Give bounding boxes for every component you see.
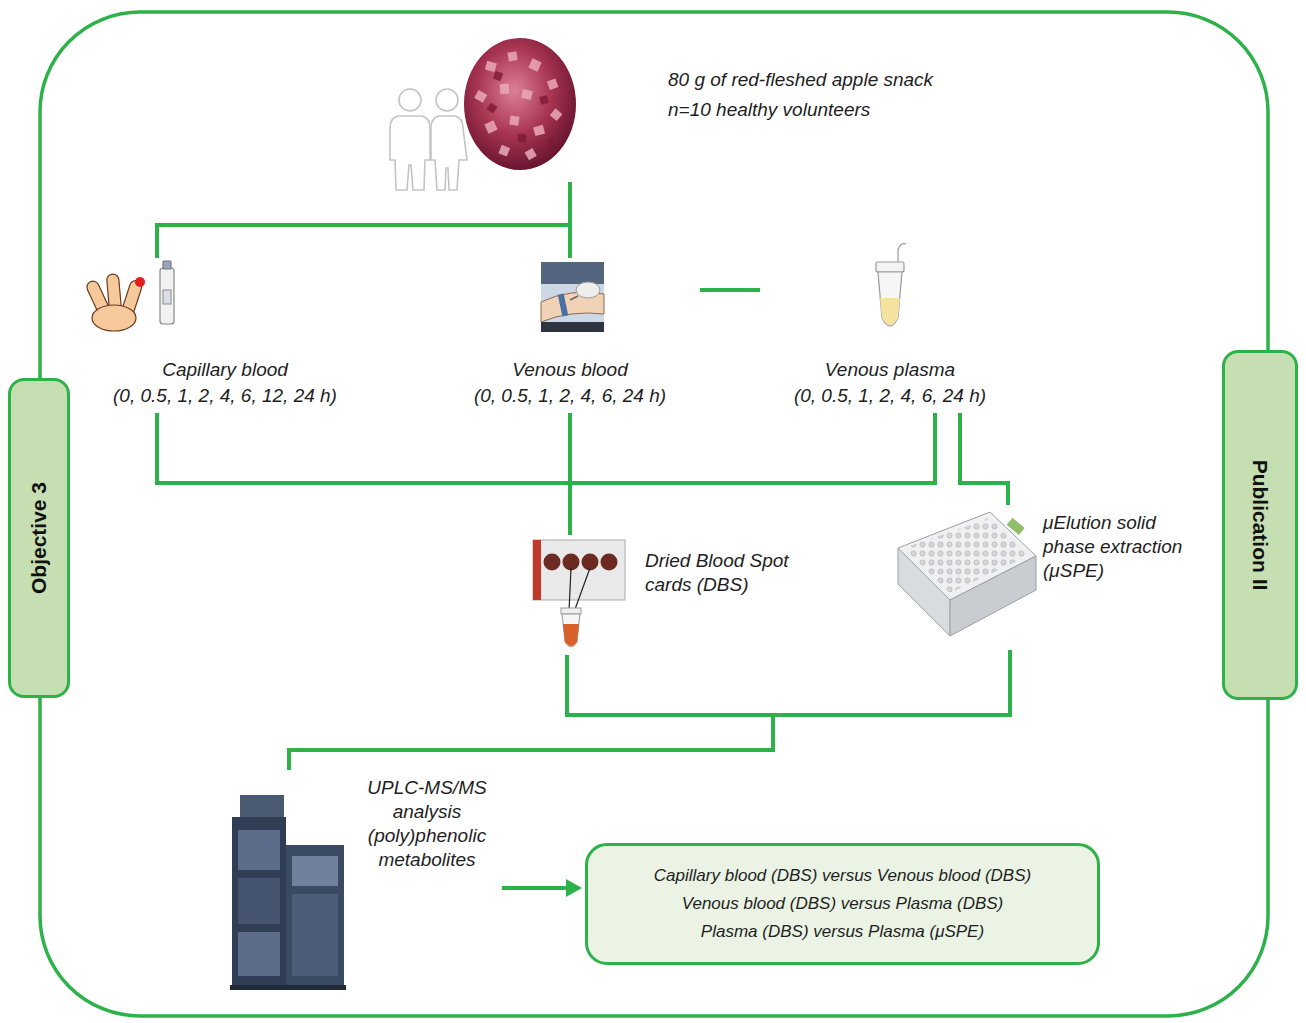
tab-label: Objective 3	[27, 482, 51, 594]
node-text: n=10 healthy volunteers	[668, 98, 998, 122]
connector-line	[289, 650, 1010, 770]
outer-frame	[40, 12, 1268, 1016]
connector-line	[568, 182, 572, 258]
plasma-tube-icon	[876, 244, 906, 326]
node-text: μElution solid phase extraction (μSPE)	[1043, 511, 1205, 583]
dbs-card-icon	[533, 540, 625, 647]
connector	[289, 650, 1010, 770]
connector	[157, 413, 570, 535]
method-node: Dried Blood Spot cards (DBS)	[528, 535, 813, 655]
node-text: 80 g of red-fleshed apple snack	[668, 68, 998, 92]
node-text: Plasma (DBS) versus Plasma (μSPE)	[602, 918, 1083, 946]
spe-plate-icon	[898, 512, 1036, 636]
intervention-node: 80 g of red-fleshed apple snack n=10 heal…	[468, 32, 1008, 182]
node-text: Dried Blood Spot cards (DBS)	[645, 549, 805, 597]
analysis-node: UPLC-MS/MS analysis (poly)phenolic metab…	[228, 770, 500, 995]
node-text: Venous blood	[440, 358, 700, 382]
node-text: (0, 0.5, 1, 2, 4, 6, 24 h)	[760, 384, 1020, 408]
tab-label: Publication II	[1248, 460, 1272, 591]
node-text: UPLC-MS/MS analysis (poly)phenolic metab…	[356, 776, 498, 872]
node-text: (0, 0.5, 1, 2, 4, 6, 12, 24 h)	[70, 384, 380, 408]
comparison-box: Capillary blood (DBS) versus Venous bloo…	[585, 843, 1100, 965]
connector-line	[157, 413, 570, 535]
connector-line	[157, 182, 570, 258]
node-text: Capillary blood	[70, 358, 380, 382]
connector	[700, 290, 760, 291]
node-text: Venous plasma	[760, 358, 1020, 382]
connector-line	[960, 413, 1008, 505]
publication-tab: Publication II	[1222, 350, 1298, 700]
node-text: Venous blood (DBS) versus Plasma (DBS)	[602, 890, 1083, 918]
sample-node: Venous plasma(0, 0.5, 1, 2, 4, 6, 24 h)	[760, 240, 1020, 413]
method-node: μElution solid phase extraction (μSPE)	[895, 505, 1207, 650]
connector	[960, 413, 1008, 505]
connector	[570, 182, 571, 258]
people-icon	[390, 89, 467, 190]
node-text: (0, 0.5, 1, 2, 4, 6, 24 h)	[440, 384, 700, 408]
connector	[570, 413, 935, 535]
node-text: Capillary blood (DBS) versus Venous bloo…	[602, 862, 1083, 890]
objective-tab: Objective 3	[8, 378, 70, 698]
connector	[157, 182, 570, 258]
sample-node: Capillary blood(0, 0.5, 1, 2, 4, 6, 12, …	[70, 258, 380, 413]
apple-snack-photo	[464, 38, 576, 170]
connector-line	[502, 886, 570, 890]
connector-line	[570, 413, 935, 535]
connector-line	[700, 288, 760, 292]
connector	[502, 879, 582, 897]
connector	[289, 655, 773, 770]
uplc-instrument-icon	[230, 795, 346, 990]
sample-node: Venous blood(0, 0.5, 1, 2, 4, 6, 24 h)	[440, 258, 700, 413]
connector-line	[289, 655, 773, 770]
arrow-head	[566, 879, 582, 897]
venous-draw-photo	[541, 262, 604, 332]
finger-prick-icon	[85, 261, 174, 331]
